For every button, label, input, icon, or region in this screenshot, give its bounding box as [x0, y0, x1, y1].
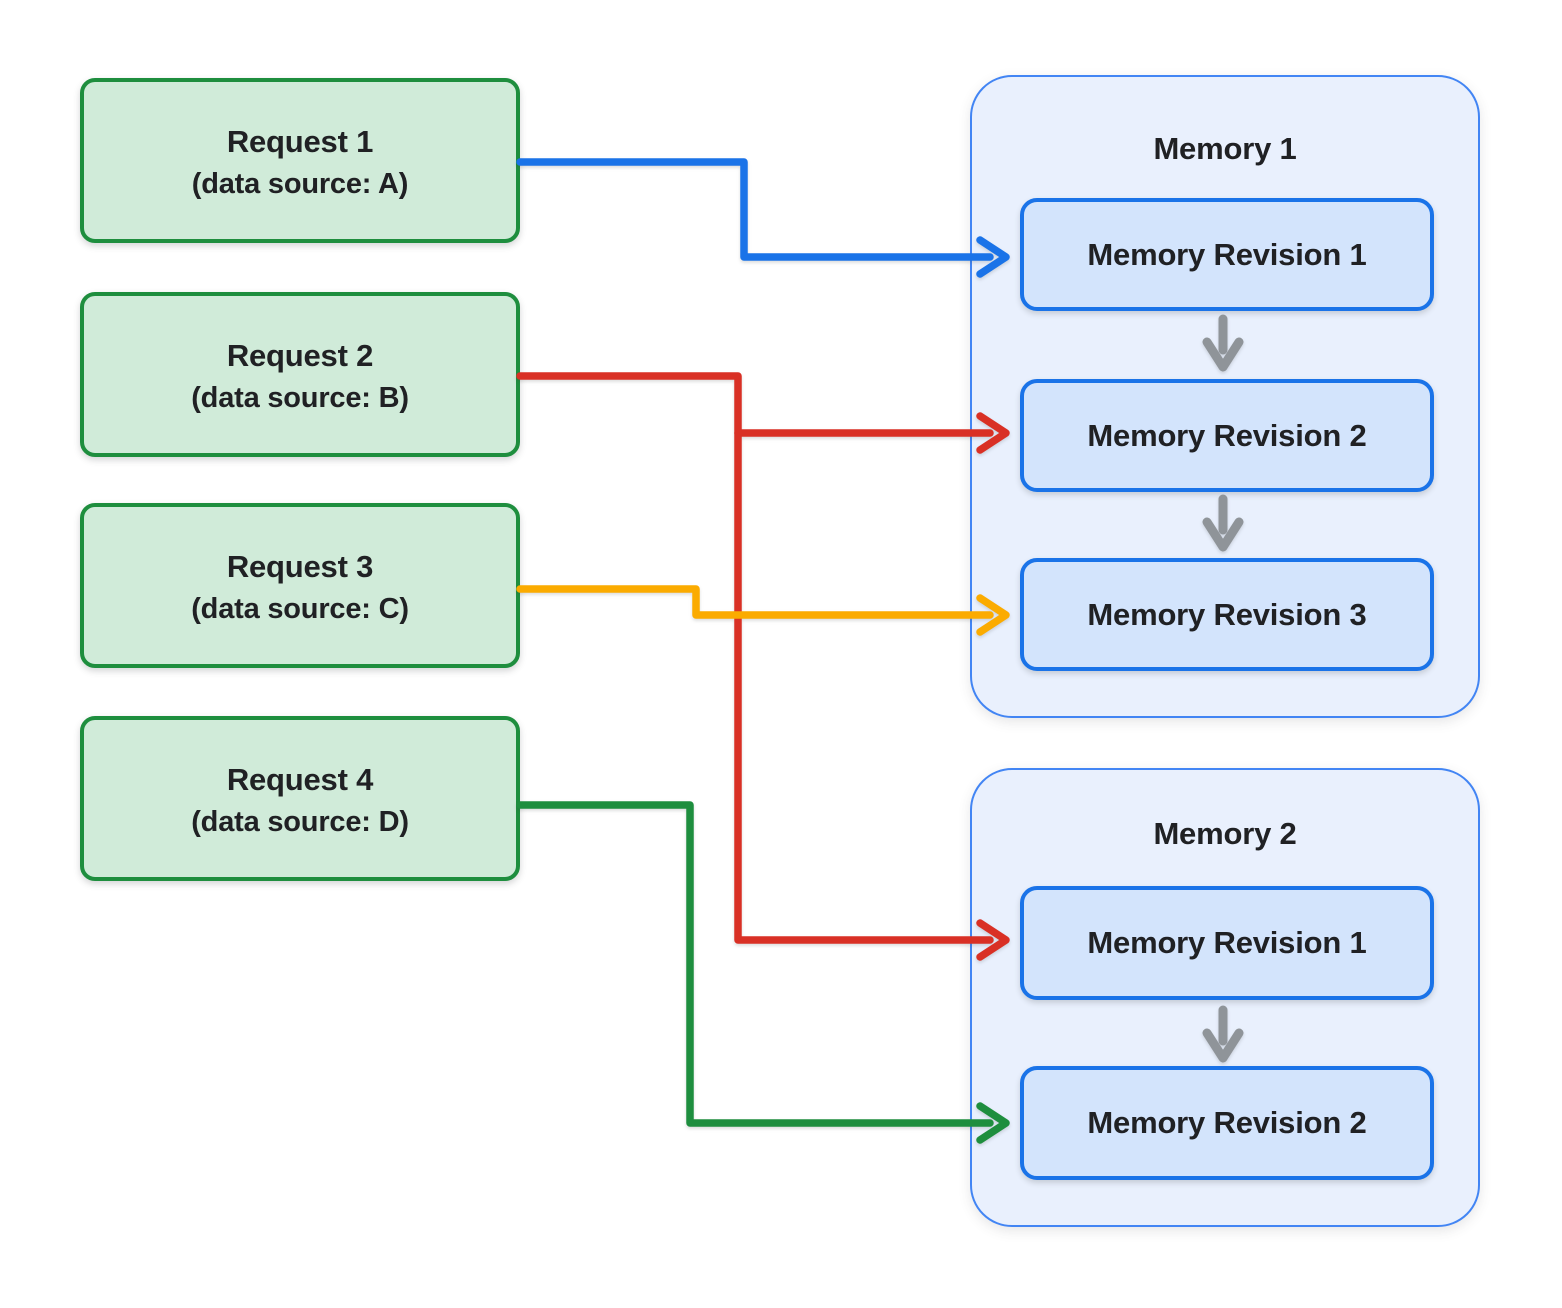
memory-1-revision-2-box: Memory Revision 2 [1020, 379, 1434, 492]
memory-2-container: Memory 2 Memory Revision 1 Memory Revisi… [970, 768, 1480, 1227]
memory-1-title: Memory 1 [1153, 131, 1297, 166]
request-3-subtitle: (data source: C) [191, 593, 409, 626]
request-1-box: Request 1 (data source: A) [80, 78, 520, 243]
request-3-box: Request 3 (data source: C) [80, 503, 520, 668]
request-4-box: Request 4 (data source: D) [80, 716, 520, 881]
memory-2-revision-2-box: Memory Revision 2 [1020, 1066, 1434, 1180]
request-2-box: Request 2 (data source: B) [80, 292, 520, 457]
request-4-subtitle: (data source: D) [191, 806, 409, 839]
request-1-subtitle: (data source: A) [191, 168, 409, 201]
memory-2-revision-1-box: Memory Revision 1 [1020, 886, 1434, 1000]
memory-1-revision-3-box: Memory Revision 3 [1020, 558, 1434, 671]
arrow-request1-to-memory1-revision1 [516, 158, 994, 261]
arrow-request2-to-memory2-revision1 [516, 372, 994, 944]
arrow-request4-to-memory2-revision2 [516, 801, 994, 1127]
request-1-title: Request 1 [226, 123, 374, 159]
request-2-title: Request 2 [226, 337, 374, 373]
request-3-title: Request 3 [226, 548, 374, 584]
memory-1-revision-1-box: Memory Revision 1 [1020, 198, 1434, 311]
memory-2-title: Memory 2 [1153, 816, 1297, 851]
memory-1-container: Memory 1 Memory Revision 1 Memory Revisi… [970, 75, 1480, 718]
request-2-subtitle: (data source: B) [191, 382, 409, 415]
request-4-title: Request 4 [226, 761, 374, 797]
arrow-request3-to-memory1-revision3 [516, 585, 994, 619]
